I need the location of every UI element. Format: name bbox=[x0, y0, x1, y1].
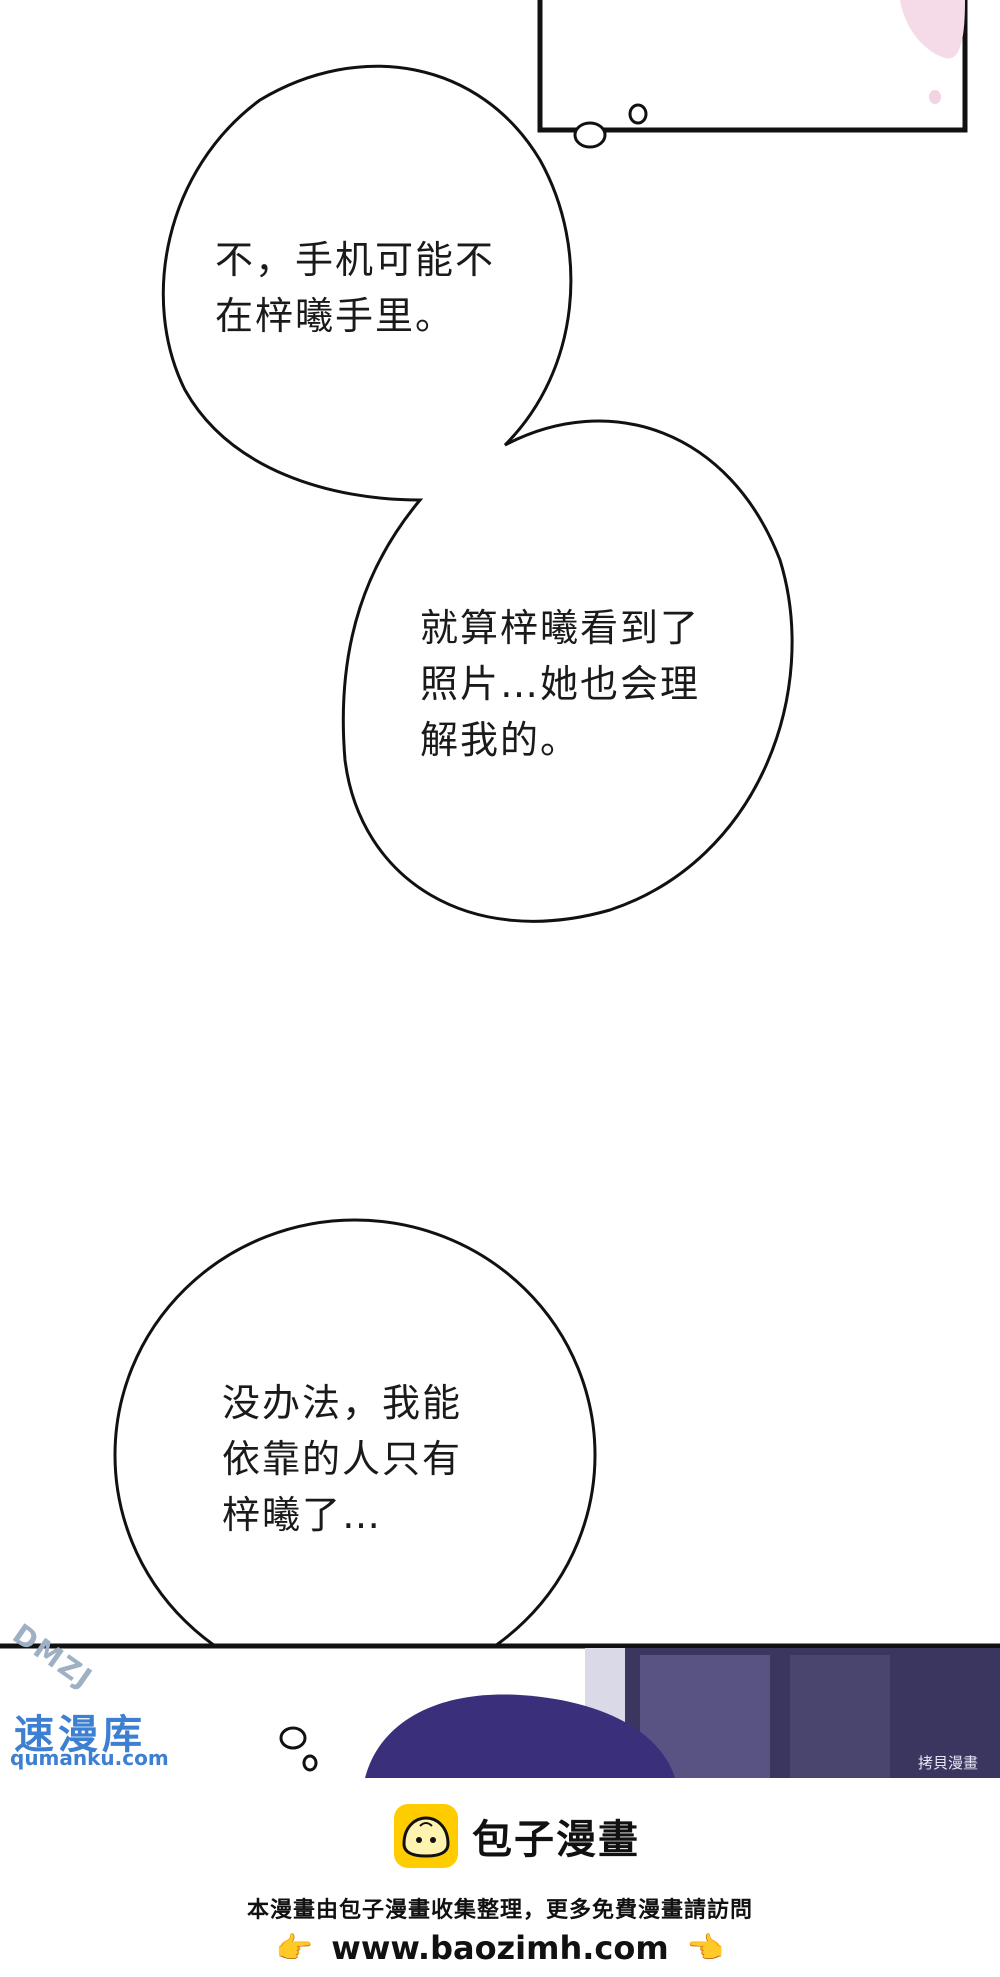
footer-banner: 包子漫畫 本漫畫由包子漫畫收集整理，更多免費漫畫請訪問 👉 www.baozim… bbox=[0, 1778, 1000, 1977]
watermark-site-name: 速漫库 bbox=[14, 1712, 146, 1758]
bubble-text-1: 不，手机可能不 在梓曦手里。 bbox=[215, 238, 496, 338]
pointing-right-icon: 👉 bbox=[275, 1930, 314, 1966]
watermark-copyright: 拷貝漫畫 bbox=[918, 1754, 979, 1772]
bubble-text-3: 没办法，我能 依靠的人只有 梓曦了… bbox=[222, 1381, 463, 1537]
footer-url-row: 👉 www.baozimh.com 👈 bbox=[0, 1926, 1000, 1970]
bottom-panel bbox=[0, 1643, 1000, 1778]
footer-notice: 本漫畫由包子漫畫收集整理，更多免費漫畫請訪問 bbox=[246, 1898, 753, 1923]
footer-url-link[interactable]: www.baozimh.com bbox=[331, 1929, 669, 1967]
brand-row[interactable]: 包子漫畫 bbox=[394, 1804, 640, 1868]
brand-name: 包子漫畫 bbox=[472, 1817, 640, 1863]
baozi-logo-icon bbox=[394, 1804, 458, 1868]
speech-bubble-group-1 bbox=[161, 64, 794, 923]
bubble-text-2: 就算梓曦看到了 照片…她也会理 解我的。 bbox=[420, 606, 701, 762]
watermark-site-url: qumanku.com bbox=[10, 1746, 169, 1770]
top-panel bbox=[537, 0, 968, 149]
pointing-left-icon: 👈 bbox=[686, 1930, 725, 1966]
